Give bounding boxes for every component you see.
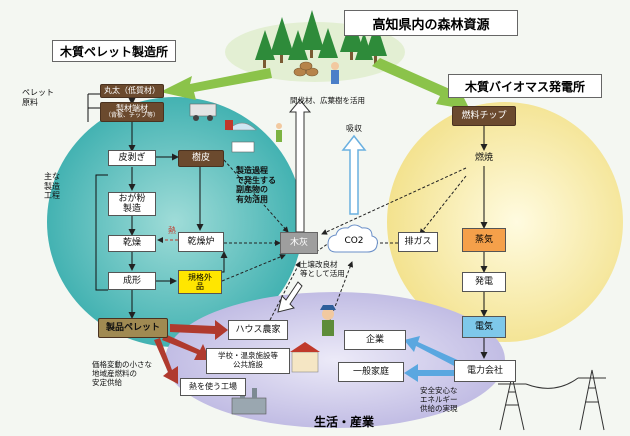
greenhouse-farm-box: ハウス農家 <box>228 320 288 340</box>
thinning-note: 間伐材、広葉樹を活用 <box>290 96 365 105</box>
price-note: 価格変動の小さな 地域産燃料の 安定供給 <box>92 360 152 387</box>
main-process-label: 主な 製造 工程 <box>44 172 60 201</box>
soil-use-arrow <box>277 281 303 313</box>
forest-illustration <box>225 10 405 84</box>
forest-to-pellet-arrow <box>160 68 272 100</box>
public-facility-box: 学校・温泉施設等 公共施設 <box>206 348 290 374</box>
raw-offcuts-label: 製材端材 <box>116 103 148 113</box>
co2-cloud <box>327 224 378 253</box>
heat-label: 熱 <box>168 226 176 235</box>
raw-logs-box: 丸太（低質材） <box>100 84 164 98</box>
factory-box: 熱を使う工場 <box>180 378 246 396</box>
fuel-chip-box: 燃料チップ <box>452 106 516 126</box>
raw-material-label: ペレット 原料 <box>22 88 54 107</box>
truck-illustration <box>189 103 282 153</box>
school-illustration <box>290 342 320 373</box>
forest-title: 高知県内の森林資源 <box>344 10 518 36</box>
biomass-plant-circle <box>387 102 623 342</box>
steam-box: 蒸気 <box>462 228 506 252</box>
pellet-process-lines <box>87 93 228 319</box>
generation-box: 発電 <box>462 272 506 292</box>
supply-note: 安全安心な エネルギー 供給の実現 <box>420 386 458 413</box>
company-box: 企業 <box>344 330 406 350</box>
debark-box: 皮剥ぎ <box>108 150 156 166</box>
wood-supply-arrow <box>288 99 312 233</box>
life-industry-title: 生活・産業 <box>313 414 374 429</box>
co2-label: CO2 <box>344 235 364 246</box>
sawdust-box: おが粉 製造 <box>108 192 156 216</box>
dashed-flows <box>221 159 467 321</box>
drying-box: 乾燥 <box>108 235 156 252</box>
product-pellet-box: 製品ペレット <box>98 318 168 338</box>
nonstandard-box: 規格外 品 <box>178 270 222 294</box>
raw-offcuts-sublabel: （背板、チップ等） <box>104 112 159 120</box>
power-company-box: 電力会社 <box>454 360 516 382</box>
bark-box: 樹皮 <box>178 150 224 167</box>
combustion-label: 燃焼 <box>474 152 493 163</box>
farmer-illustration <box>320 305 336 336</box>
household-box: 一般家庭 <box>338 362 404 382</box>
wood-ash-box: 木灰 <box>280 232 318 254</box>
electricity-box: 電気 <box>462 316 506 338</box>
biomass-plant-title: 木質バイオマス発電所 <box>448 74 602 98</box>
soil-note: 土壌改良材 等として活用 <box>300 260 345 278</box>
pellet-plant-title: 木質ペレット製造所 <box>52 40 176 62</box>
raw-offcuts-box: 製材端材 （背板、チップ等） <box>100 102 164 122</box>
power-supply-arrows <box>404 336 462 382</box>
exhaust-box: 排ガス <box>398 232 438 252</box>
absorb-label: 吸収 <box>346 124 362 133</box>
byproduct-note: 製造過程 で発生する 副産物の 有効活用 <box>236 166 276 204</box>
forest-to-biomass-arrow <box>372 58 470 110</box>
forming-box: 成形 <box>108 272 156 290</box>
pellet-supply-arrows <box>154 320 228 384</box>
co2-absorb-arrow <box>341 134 367 215</box>
dryer-box: 乾燥炉 <box>178 232 224 252</box>
